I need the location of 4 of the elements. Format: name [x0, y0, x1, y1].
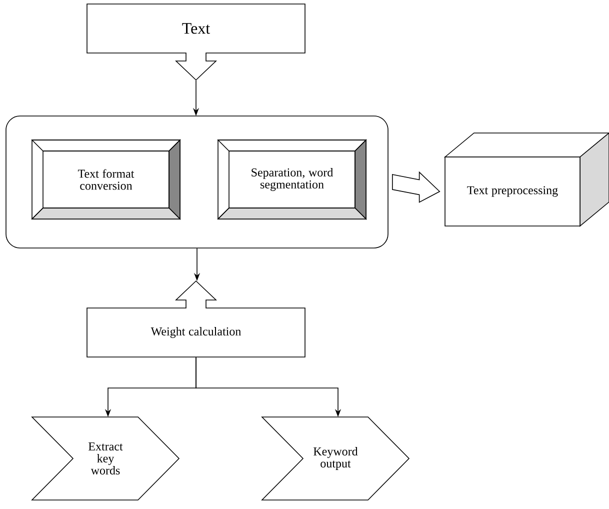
arrow: [392, 171, 440, 203]
rounded-panel: [6, 116, 388, 248]
callout-box: Weight calculation: [86, 280, 306, 358]
callout-box: Text: [86, 4, 306, 81]
